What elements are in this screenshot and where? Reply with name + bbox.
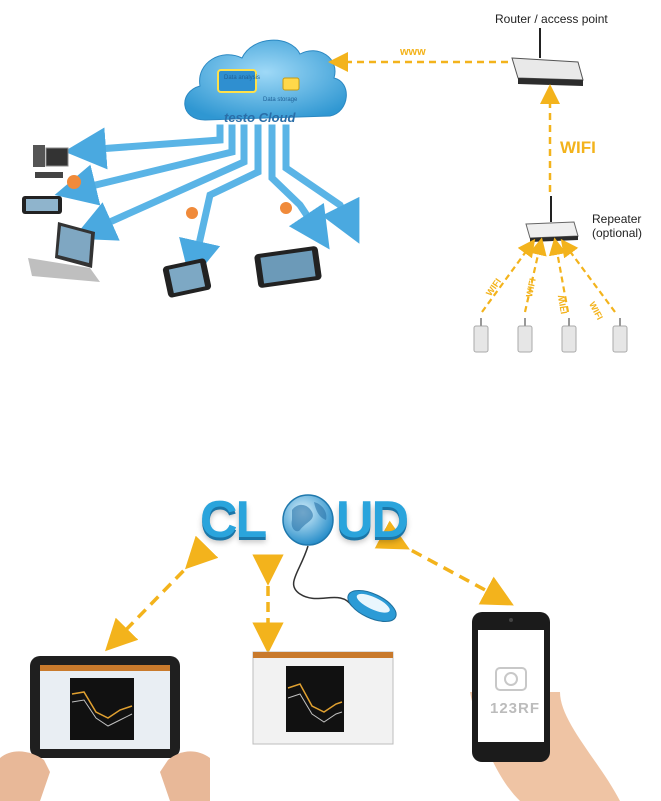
storage-cylinder-icon bbox=[283, 78, 299, 90]
hands-icon bbox=[0, 751, 210, 801]
desktop-screen-icon bbox=[253, 652, 393, 744]
mouse-cable bbox=[294, 546, 352, 606]
marker-dot bbox=[280, 202, 292, 214]
cloud-analysis-label: Data analysis bbox=[224, 75, 260, 81]
desktop-computer-icon bbox=[33, 145, 68, 178]
tablet-cloud-arrow bbox=[116, 558, 196, 640]
router-icon bbox=[512, 28, 583, 86]
tablet-icon bbox=[254, 246, 322, 289]
sensor-icon bbox=[474, 318, 488, 352]
cloud-access-graphics bbox=[0, 362, 661, 801]
network-diagram-panel: Router / access point www WIFI Repeater … bbox=[0, 0, 661, 362]
globe-icon bbox=[283, 495, 333, 545]
marker-dot bbox=[186, 207, 198, 219]
tablet-device-icon bbox=[30, 656, 180, 758]
sensor-icon bbox=[518, 318, 532, 352]
marker-dot bbox=[67, 175, 81, 189]
www-label: www bbox=[400, 46, 426, 58]
smartphone-icon bbox=[22, 196, 62, 214]
tablet-mini-icon bbox=[162, 258, 212, 298]
analysis-box bbox=[218, 70, 256, 92]
cloud-name: testo Cloud bbox=[224, 110, 296, 125]
repeater-label: Repeater bbox=[592, 212, 641, 226]
cloud-word-right: UD bbox=[336, 490, 407, 550]
repeater-icon bbox=[526, 196, 578, 242]
sensor-icon bbox=[562, 318, 576, 352]
cloud-word-left: CL bbox=[200, 490, 265, 550]
repeater-optional-label: (optional) bbox=[592, 226, 642, 240]
testo-cloud bbox=[185, 40, 347, 120]
router-label: Router / access point bbox=[495, 12, 608, 26]
laptop-icon bbox=[28, 222, 100, 282]
phone-cloud-arrow bbox=[396, 542, 500, 598]
computer-mouse-icon bbox=[343, 584, 400, 628]
wifi-uplink-label: WIFI bbox=[560, 138, 596, 158]
cloud-storage-label: Data storage bbox=[263, 97, 297, 103]
sensor-icon bbox=[613, 318, 627, 352]
cloud-access-panel: CL UD 123RF bbox=[0, 362, 661, 801]
cloud-device-arrows bbox=[75, 128, 350, 262]
phone-watermark: 123RF bbox=[490, 700, 540, 717]
